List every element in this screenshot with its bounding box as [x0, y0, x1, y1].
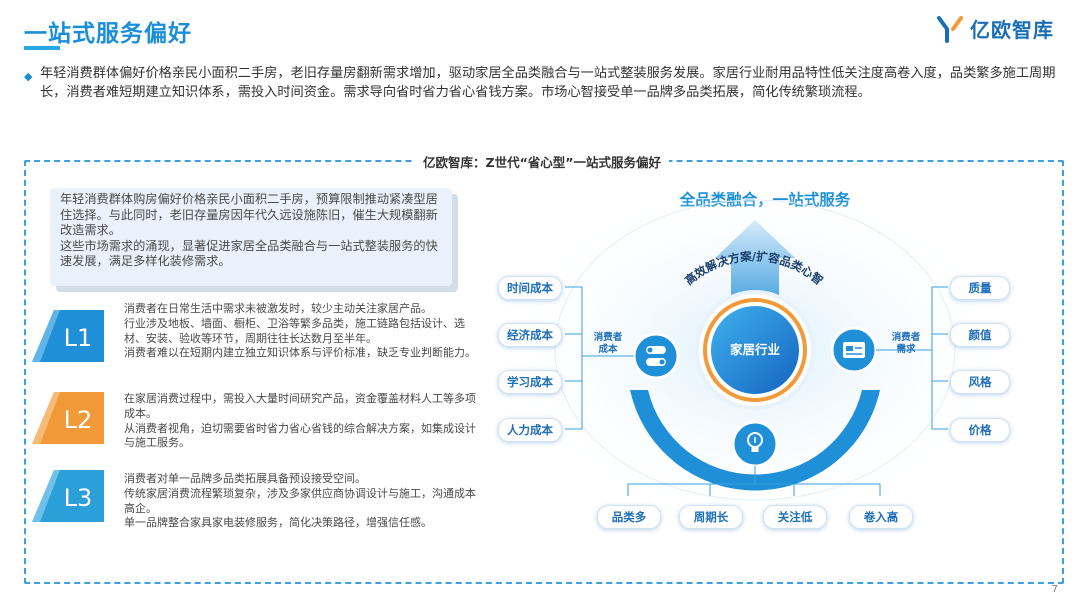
level-l3-text: 消费者对单一品牌多品类拓展具备预设接受空间。 传统家居消费流程繁琐复杂，涉及多家…	[124, 472, 479, 531]
left-side-label-1: 消费者	[594, 331, 623, 343]
left-pill: 经济成本	[498, 323, 562, 347]
right-side-label-1: 消费者	[892, 331, 921, 343]
card-icon	[843, 342, 865, 358]
level-l1-line: 行业涉及地板、墙面、橱柜、卫浴等繁多品类，施工链路包括设计、选材、安装、验收等环…	[124, 317, 479, 347]
level-l2-text: 在家居消费过程中，需投入大量时间研究产品，资金覆盖材料人工等多项成本。 从消费者…	[124, 392, 479, 451]
left-pill: 时间成本	[498, 276, 562, 300]
logo-icon	[936, 15, 964, 43]
quote-line-1: 年轻消费群体购房偏好价格亲民小面积二手房，预算限制推动紧凑型居住选择。与此同时，…	[60, 192, 442, 239]
level-l1-line: 消费者难以在短期内建立独立知识体系与评价标准，缺乏专业判断能力。	[124, 346, 479, 361]
left-node	[634, 334, 678, 378]
right-pill: 颜值	[950, 323, 1010, 347]
left-side-label-2: 成本	[598, 343, 618, 355]
logo-text: 亿欧智库	[970, 14, 1054, 43]
diamond-bullet-icon: ◆	[24, 67, 32, 86]
level-l1-label: L1	[64, 324, 93, 352]
right-side-label-2: 需求	[896, 343, 916, 355]
level-l2-line: 在家居消费过程中，需投入大量时间研究产品，资金覆盖材料人工等多项成本。	[124, 392, 479, 422]
bottom-pill: 品类多	[597, 505, 661, 529]
title-underline	[24, 46, 60, 50]
page-number: 7	[1052, 584, 1058, 595]
quote-line-2: 这些市场需求的涌现，显著促进家居全品类融合与一站式整装服务的快速发展，满足多样化…	[60, 239, 442, 270]
level-l1-text: 消费者在日常生活中需求未被激发时，较少主动关注家居产品。 行业涉及地板、墙面、橱…	[124, 302, 479, 361]
bottom-pill: 卷入高	[849, 505, 913, 529]
frame-title: 亿欧智库：Z世代“省心型”一站式服务偏好	[0, 152, 1080, 171]
center-label: 家居行业	[730, 342, 781, 357]
level-l3-line: 单一品牌整合家具家电装修服务，简化决策路径，增强信任感。	[124, 516, 479, 531]
intro-text: 年轻消费群体偏好价格亲民小面积二手房，老旧存量房翻新需求增加，驱动家居全品类融合…	[40, 66, 1055, 100]
level-l3-badge: L3	[32, 466, 104, 522]
right-pill: 风格	[950, 370, 1010, 394]
right-pill: 质量	[950, 276, 1010, 300]
frame-title-text: 亿欧智库：Z世代“省心型”一站式服务偏好	[415, 155, 669, 170]
level-l3-label: L3	[64, 484, 93, 512]
quote-box: 年轻消费群体购房偏好价格亲民小面积二手房，预算限制推动紧凑型居住选择。与此同时，…	[50, 188, 452, 286]
page-title: 一站式服务偏好	[24, 14, 192, 48]
brand-logo: 亿欧智库	[936, 14, 1054, 43]
right-pill: 价格	[950, 418, 1010, 442]
level-l1-line: 消费者在日常生活中需求未被激发时，较少主动关注家居产品。	[124, 302, 479, 317]
level-l3-line: 传统家居消费流程繁琐复杂，涉及多家供应商协调设计与施工，沟通成本高企。	[124, 487, 479, 517]
level-l2-label: L2	[64, 406, 93, 434]
bottom-pill: 周期长	[679, 505, 743, 529]
bottom-node	[733, 422, 777, 466]
level-l3-line: 消费者对单一品牌多品类拓展具备预设接受空间。	[124, 472, 479, 487]
level-l1-badge: L1	[32, 306, 104, 362]
intro-paragraph: ◆ 年轻消费群体偏好价格亲民小面积二手房，老旧存量房翻新需求增加，驱动家居全品类…	[40, 64, 1056, 102]
left-pill: 人力成本	[498, 418, 562, 442]
bottom-pill: 关注低	[763, 505, 827, 529]
left-pill: 学习成本	[498, 370, 562, 394]
level-l2-line: 从消费者视角，迫切需要省时省力省心省钱的综合解决方案，如集成设计与施工服务。	[124, 422, 479, 452]
level-l2-badge: L2	[32, 388, 104, 444]
